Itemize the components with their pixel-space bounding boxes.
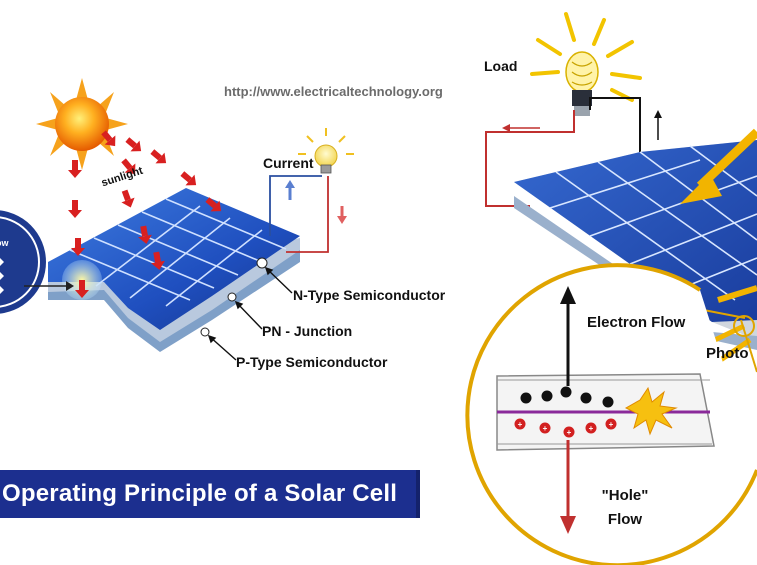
n-type-label: N-Type Semiconductor: [293, 287, 446, 303]
label-pointers: [207, 266, 293, 361]
load-label: Load: [484, 58, 518, 74]
left-badge: [0, 210, 46, 314]
svg-text:+: +: [589, 424, 594, 433]
sun-icon: [36, 78, 128, 170]
left-solar-panel: [48, 188, 300, 352]
svg-text:+: +: [543, 424, 548, 433]
svg-text:+: +: [567, 428, 572, 437]
lightbulb-icon: [298, 128, 354, 174]
photon-label: Photo: [706, 345, 749, 362]
p-type-label: P-Type Semiconductor: [236, 354, 388, 370]
electron-flow-arrow: [560, 286, 576, 386]
badge-text-fragment: ow: [0, 238, 9, 248]
electron-flow-label: Electron Flow: [587, 314, 686, 331]
right-circuit: [485, 97, 641, 207]
pn-junction-label: PN - Junction: [262, 323, 353, 339]
left-circuit: [269, 175, 329, 253]
sunlight-arrows: [68, 130, 222, 298]
svg-text:+: +: [609, 420, 614, 429]
hole-flow-label: "Hole" Flow: [601, 487, 649, 528]
source-url: http://www.electricaltechnology.org: [224, 84, 443, 99]
hole-flow-arrow: [560, 440, 576, 534]
current-direction-arrows: [285, 180, 347, 224]
diagram-title: Operating Principle of a Solar Cell: [2, 480, 398, 507]
right-current-arrows: [502, 110, 662, 140]
cell-cross-section: + + + + +: [496, 373, 715, 451]
current-label: Current: [263, 155, 314, 171]
indicator-arrow: [24, 281, 74, 291]
svg-text:+: +: [518, 420, 523, 429]
load-bulb-icon: [530, 12, 642, 116]
title-banner: Operating Principle of a Solar Cell: [0, 470, 420, 518]
